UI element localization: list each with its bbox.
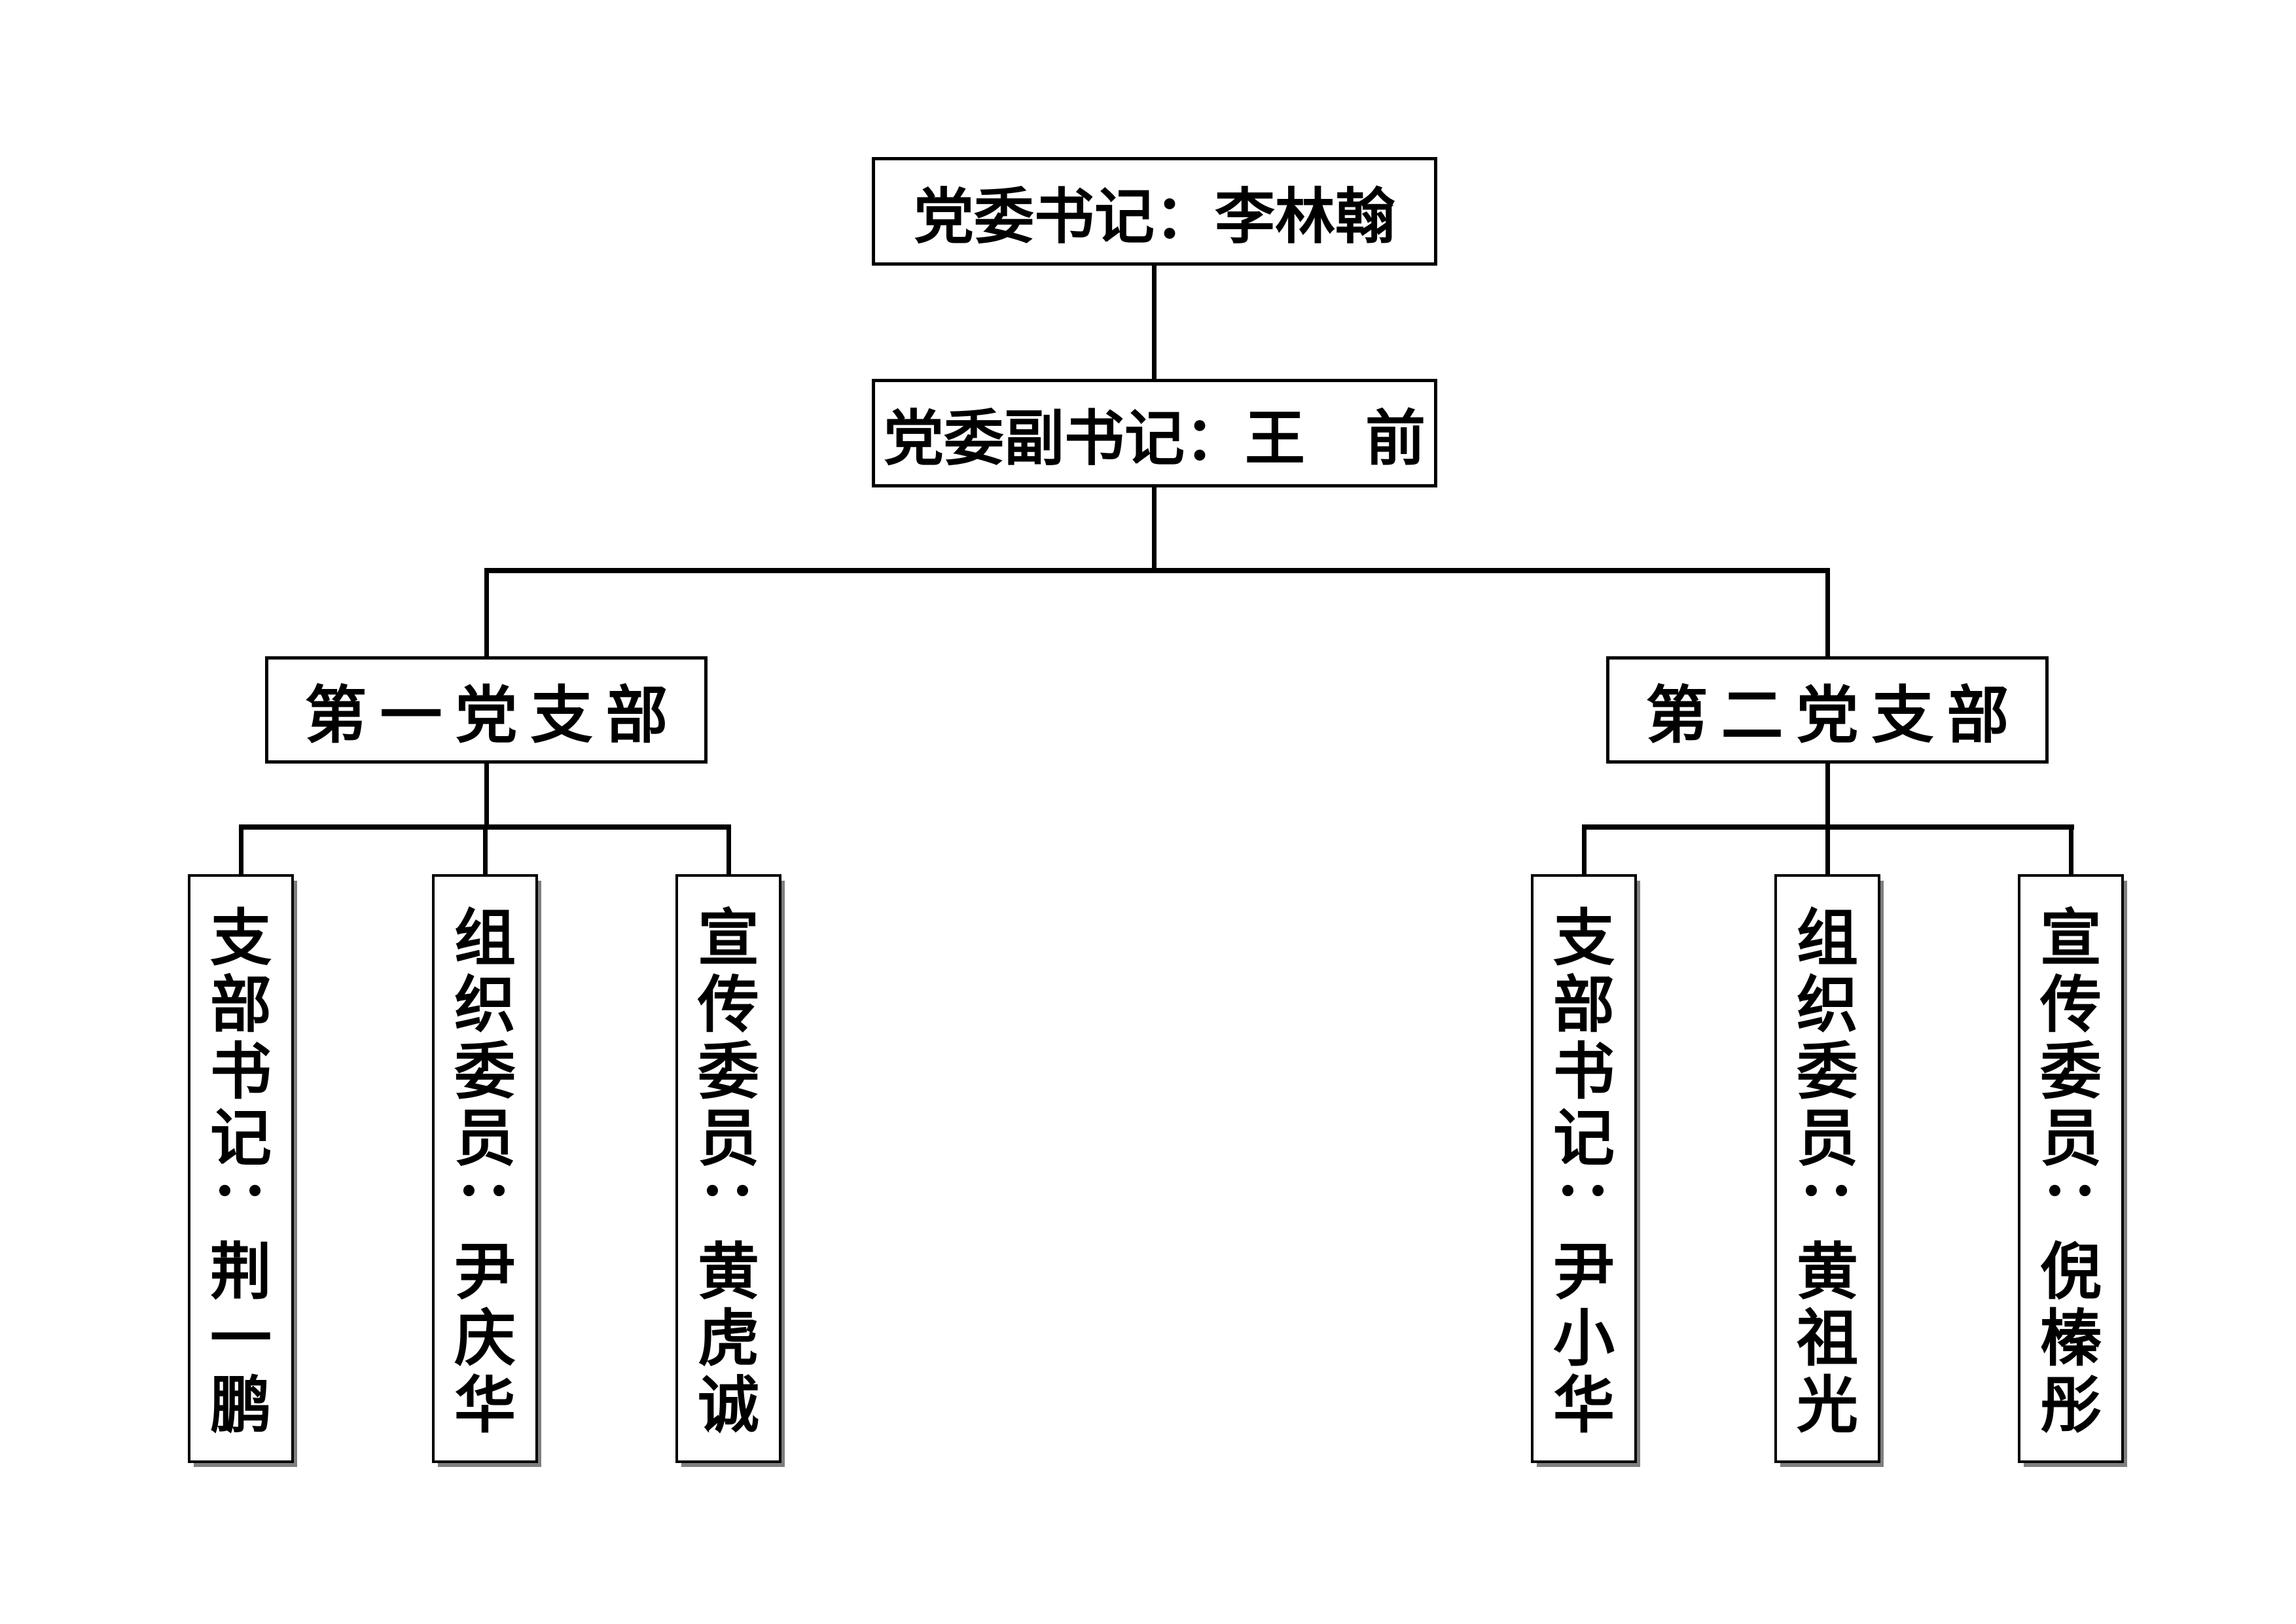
vertical-glyph: ：: [1793, 1174, 1861, 1237]
vertical-glyph: 小: [1552, 1305, 1615, 1373]
node-party-secretary: 党委书记：李林翰: [872, 157, 1437, 266]
connector-branch-bus: [484, 568, 1830, 573]
vertical-glyph: 鹏: [209, 1372, 272, 1440]
node-deputy-secretary-label: 党委副书记：王 前: [883, 405, 1426, 472]
connector-drop-branch-2-member-3: [2069, 824, 2073, 877]
vertical-glyph: 祖: [1796, 1305, 1858, 1373]
vertical-glyph: 员: [1796, 1105, 1858, 1173]
vertical-glyph: 记: [1552, 1105, 1615, 1173]
vertical-glyph: 尹: [1552, 1239, 1615, 1307]
node-branch-1-secretary-label: 支部书记：荆一鹏: [190, 877, 291, 1460]
node-branch-1-label: 第一党支部: [304, 680, 681, 750]
vertical-glyph: 记: [209, 1105, 272, 1173]
vertical-glyph: ：: [1550, 1174, 1618, 1237]
vertical-glyph: 荆: [209, 1239, 272, 1307]
node-branch-2-secretary: 支部书记：尹小华: [1531, 874, 1637, 1463]
vertical-glyph: 委: [1796, 1038, 1858, 1106]
vertical-glyph: 员: [697, 1105, 759, 1173]
vertical-glyph: 部: [209, 972, 272, 1040]
vertical-glyph: 员: [2039, 1105, 2102, 1173]
vertical-glyph: ：: [694, 1174, 762, 1237]
node-branch-1-secretary: 支部书记：荆一鹏: [188, 874, 294, 1463]
vertical-glyph: 部: [1552, 972, 1615, 1040]
node-branch-1: 第一党支部: [265, 656, 708, 764]
vertical-glyph: 委: [454, 1038, 516, 1106]
vertical-glyph: 庆: [454, 1305, 516, 1373]
vertical-glyph: 黄: [1796, 1239, 1858, 1307]
vertical-glyph: 组: [1796, 905, 1858, 973]
vertical-glyph: 尹: [454, 1239, 516, 1307]
connector-drop-branch-1-member-2: [483, 824, 488, 877]
vertical-glyph: ：: [207, 1174, 275, 1237]
vertical-glyph: 华: [454, 1372, 516, 1440]
connector-branch-2-stem: [1825, 764, 1830, 829]
vertical-glyph: 虎: [697, 1305, 759, 1373]
vertical-glyph: 支: [1552, 905, 1615, 973]
vertical-glyph: 黄: [697, 1239, 759, 1307]
node-branch-2-organization-member: 组织委员：黄祖光: [1774, 874, 1880, 1463]
node-branch-1-organization-member: 组织委员：尹庆华: [432, 874, 538, 1463]
connector-drop-branch-2-member-2: [1825, 824, 1830, 877]
vertical-glyph: 诚: [697, 1372, 759, 1440]
vertical-glyph: 一: [209, 1305, 272, 1373]
vertical-glyph: 榛: [2039, 1305, 2102, 1373]
node-branch-1-organization-member-label: 组织委员：尹庆华: [435, 877, 535, 1460]
vertical-glyph: 彤: [2039, 1372, 2102, 1440]
vertical-glyph: 华: [1552, 1372, 1615, 1440]
vertical-glyph: 组: [454, 905, 516, 973]
vertical-glyph: 传: [2039, 972, 2102, 1040]
node-branch-2-secretary-label: 支部书记：尹小华: [1534, 877, 1634, 1460]
node-branch-1-propaganda-member: 宣传委员：黄虎诚: [675, 874, 781, 1463]
vertical-glyph: 传: [697, 972, 759, 1040]
node-branch-2-propaganda-member-label: 宣传委员：倪榛彤: [2020, 877, 2121, 1460]
node-branch-2: 第二党支部: [1606, 656, 2049, 764]
vertical-glyph: 织: [454, 972, 516, 1040]
connector-drop-branch-2-member-1: [1582, 824, 1587, 877]
vertical-glyph: 光: [1796, 1372, 1858, 1440]
vertical-glyph: 书: [209, 1038, 272, 1106]
vertical-glyph: 宣: [2039, 905, 2102, 973]
connector-drop-branch-1-member-1: [239, 824, 243, 877]
connector-drop-branch-1-member-3: [726, 824, 731, 877]
node-party-secretary-label: 党委书记：李林翰: [913, 183, 1395, 251]
node-branch-2-propaganda-member: 宣传委员：倪榛彤: [2018, 874, 2124, 1463]
vertical-glyph: ：: [2037, 1174, 2105, 1237]
vertical-glyph: 宣: [697, 905, 759, 973]
connector-branch-1-stem: [484, 764, 489, 829]
vertical-glyph: 倪: [2039, 1239, 2102, 1307]
connector-secretary-deputy: [1152, 266, 1157, 379]
connector-deputy-stem: [1152, 487, 1157, 573]
node-branch-1-propaganda-member-label: 宣传委员：黄虎诚: [678, 877, 779, 1460]
node-deputy-secretary: 党委副书记：王 前: [872, 379, 1437, 487]
connector-drop-branch-1: [484, 568, 489, 656]
node-branch-2-label: 第二党支部: [1645, 680, 2022, 750]
vertical-glyph: 员: [454, 1105, 516, 1173]
node-branch-2-organization-member-label: 组织委员：黄祖光: [1777, 877, 1878, 1460]
connector-drop-branch-2: [1825, 568, 1830, 656]
vertical-glyph: 支: [209, 905, 272, 973]
vertical-glyph: 织: [1796, 972, 1858, 1040]
vertical-glyph: 书: [1552, 1038, 1615, 1106]
vertical-glyph: 委: [697, 1038, 759, 1106]
vertical-glyph: 委: [2039, 1038, 2102, 1106]
vertical-glyph: ：: [451, 1174, 519, 1237]
